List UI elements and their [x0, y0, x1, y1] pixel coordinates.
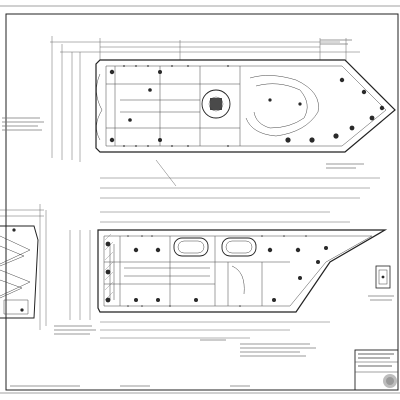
- title-block: [354, 349, 399, 391]
- top-view-turret-ring-inner: [208, 96, 224, 112]
- side-view-inner-outline: [103, 235, 373, 307]
- top-view-notes: [2, 39, 364, 169]
- side-view-hatch-left: [173, 237, 209, 257]
- end-section-view: [0, 204, 47, 330]
- detail-view: [368, 265, 394, 301]
- end-section-outline: [0, 225, 39, 319]
- side-view-outline: [97, 229, 388, 313]
- side-view-holes: [105, 241, 328, 303]
- top-view: [2, 36, 396, 169]
- sheet-border: [5, 13, 399, 391]
- top-view-turret-ring: [201, 89, 231, 119]
- side-view-hatch-right: [221, 237, 257, 257]
- title-block-text-bars: [358, 353, 394, 367]
- top-view-fasteners: [123, 65, 229, 147]
- top-view-holes: [109, 69, 385, 143]
- top-view-dimensions: [50, 36, 360, 162]
- top-view-inner-outline: [105, 65, 387, 147]
- side-view-notes: [54, 325, 316, 357]
- side-view-frame: [104, 236, 290, 306]
- detail-view-outline: [375, 265, 391, 289]
- side-view-fasteners: [127, 235, 307, 307]
- top-view-outline: [95, 59, 396, 153]
- title-block-frame: [354, 349, 399, 391]
- top-view-frame: [96, 66, 319, 146]
- end-section-hatching: [0, 235, 31, 315]
- side-view: [54, 159, 388, 357]
- side-view-dimensions: [69, 159, 380, 339]
